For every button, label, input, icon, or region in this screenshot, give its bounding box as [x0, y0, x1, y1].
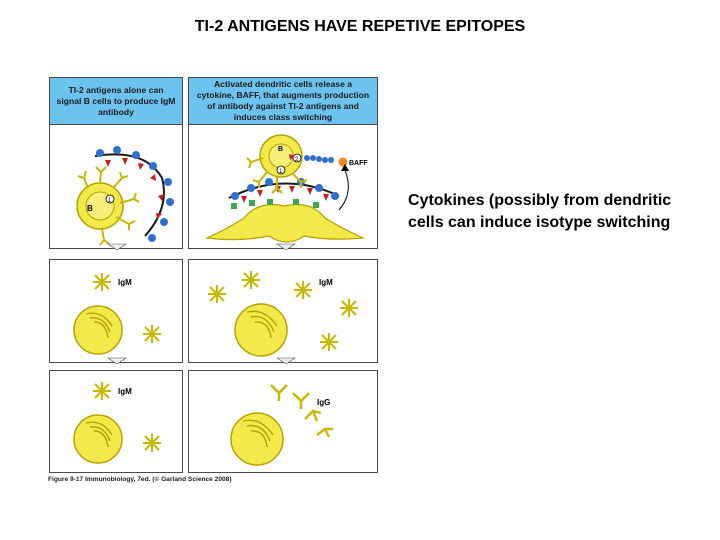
down-arrow — [276, 243, 296, 250]
step-label: 2 — [295, 157, 299, 163]
antigen-sphere — [149, 162, 157, 170]
igm-pentamer-icon — [320, 333, 338, 351]
igm-secretion-right: IgM — [208, 271, 358, 364]
baff-receptor-chain — [304, 155, 334, 163]
antigen-sphere — [164, 178, 172, 186]
figure-caption: Figure 9-17 Immunobiology, 7ed. (© Garla… — [48, 476, 232, 483]
baff-label: BAFF — [349, 160, 368, 167]
epitope-triangle — [158, 194, 164, 201]
b-cell-label: B — [87, 204, 93, 213]
dc-receptors — [231, 199, 319, 209]
epitope-triangle — [122, 158, 128, 165]
b-cell-receptors — [246, 157, 308, 194]
down-arrow — [107, 243, 127, 250]
antigen-sphere — [160, 218, 168, 226]
b-cell-label: B — [278, 146, 283, 153]
igm-pentamer-icon — [93, 382, 111, 400]
baff-release-arrow — [338, 169, 349, 211]
epitope-triangle — [138, 163, 144, 170]
antigen-sphere — [166, 198, 174, 206]
plasma-cell — [73, 305, 123, 355]
panel-right-top: Activated dendritic cells release a cyto… — [188, 77, 378, 250]
antigen-sphere — [113, 146, 121, 154]
igm-pentamer-icon — [340, 299, 358, 317]
panel-left-top: TI-2 antigens alone can signal B cells t… — [49, 77, 183, 250]
plasma-cell — [73, 414, 123, 464]
b-cell-antigen-diagram-left: B 1 — [76, 146, 174, 250]
plasma-cell — [234, 303, 288, 357]
left-header: TI-2 antigens alone can signal B cells t… — [50, 78, 182, 125]
epitope-triangle — [289, 154, 295, 160]
panel-right-mid: IgM — [188, 259, 378, 364]
step-label: 1 — [108, 198, 112, 204]
igm-pentamer-icon — [143, 325, 161, 343]
side-note: Cytokines (possibly from dendritic cells… — [408, 192, 672, 231]
antigen-spheres — [231, 178, 339, 200]
igm-pentamer-icon — [93, 273, 111, 291]
epitope-triangle — [105, 160, 111, 167]
right-header: Activated dendritic cells release a cyto… — [189, 78, 377, 125]
dendritic-cell-baff-diagram: B 1 2 BAFF — [204, 134, 368, 250]
panel-right-bottom: IgG — [188, 370, 378, 473]
igm-label: IgM — [118, 278, 132, 287]
igm-label: IgM — [319, 278, 333, 287]
panel-left-bottom: IgM — [49, 370, 183, 473]
igg-label: IgG — [317, 398, 330, 407]
step-marker — [276, 165, 286, 175]
plasma-cell — [230, 412, 284, 466]
panel-left-mid: IgM — [49, 259, 183, 364]
antigen-sphere — [96, 149, 104, 157]
step-label: 1 — [279, 169, 283, 175]
igm-label: IgM — [118, 387, 132, 396]
epitope-triangle — [156, 213, 162, 219]
arrowhead — [341, 164, 349, 171]
igm-secretion-left-2: IgM — [73, 382, 161, 464]
slide-title: TI-2 ANTIGENS HAVE REPETIVE EPITOPES — [194, 18, 526, 35]
epitope-triangle — [150, 174, 156, 181]
igm-pentamer-icon — [294, 281, 312, 299]
igm-pentamer-icon — [208, 285, 226, 303]
dendritic-cell — [204, 203, 366, 243]
baff-molecule — [338, 157, 348, 167]
igm-secretion-left-1: IgM — [73, 273, 161, 364]
b-cell-receptors — [77, 166, 140, 246]
antigen-sphere — [132, 151, 140, 159]
antigen-chain — [94, 153, 165, 237]
antigen-sphere — [148, 234, 156, 242]
igm-pentamer-icon — [143, 434, 161, 452]
step-marker — [105, 194, 115, 204]
igg-secretion-right: IgG — [230, 384, 333, 466]
igm-pentamer-icon — [242, 271, 260, 289]
down-arrow — [107, 357, 127, 364]
down-arrow — [276, 357, 296, 364]
igg-antibody-icons — [270, 384, 333, 438]
antigen-chain — [228, 182, 340, 199]
